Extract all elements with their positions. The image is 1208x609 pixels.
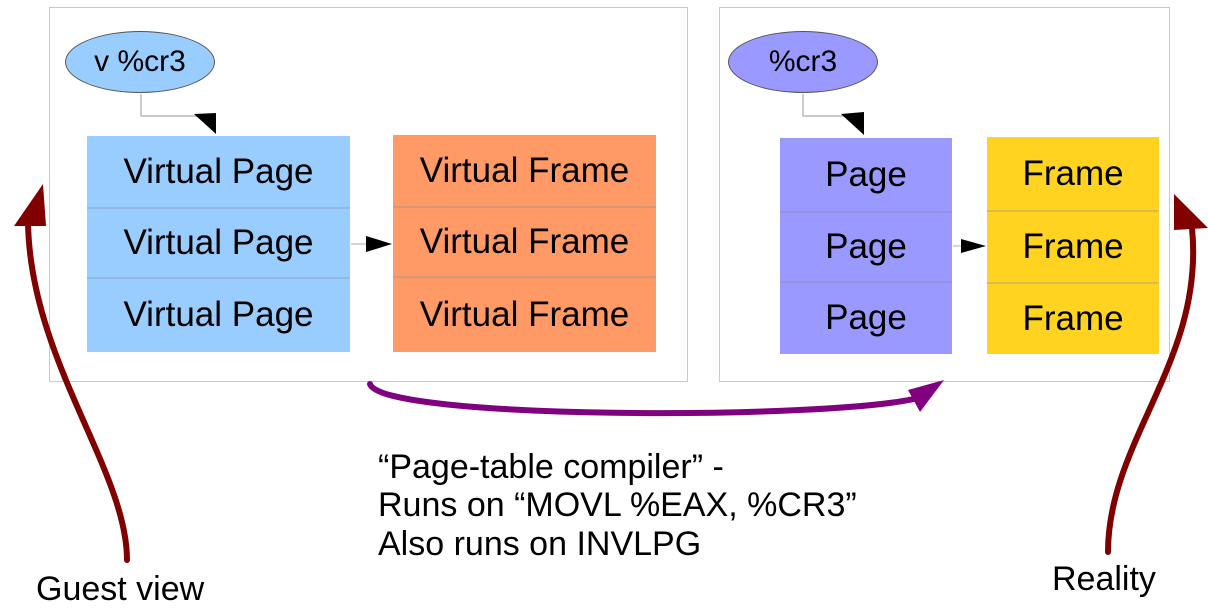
virtual-page-label: Virtual Page <box>123 295 314 334</box>
page-cell: Page <box>780 138 952 212</box>
page-cell: Page <box>780 212 952 282</box>
real-cr3-label: %cr3 <box>768 45 838 78</box>
frame-cell: Frame <box>987 283 1159 354</box>
compiler-note-line3: Also runs on INVLPG <box>378 525 702 563</box>
guest-view-arrowhead <box>14 184 46 226</box>
compile-arrowhead <box>908 380 944 412</box>
guest-view-arrow <box>25 219 130 563</box>
page-cell: Page <box>780 282 952 354</box>
guest-view-label: Guest view <box>36 570 205 608</box>
cell-dividers <box>87 206 1159 284</box>
virtual-frame-label: Virtual Frame <box>419 151 630 190</box>
real-mapping-arrowhead <box>961 239 986 253</box>
reality-label: Reality <box>1052 560 1156 598</box>
virtual-page-label: Virtual Page <box>123 152 314 191</box>
compiler-note-line2: Runs on “MOVL %EAX, %CR3” <box>378 486 857 524</box>
reality-arrowhead <box>1174 194 1208 230</box>
frame-label: Frame <box>1022 298 1124 338</box>
virtual-mapping-arrowhead <box>366 236 392 252</box>
frame-cell: Frame <box>987 211 1159 283</box>
real-cr3-arrowhead <box>841 112 864 135</box>
real-cr3-ellipse: %cr3 <box>728 31 878 93</box>
virtual-frame-cell: Virtual Frame <box>393 135 656 207</box>
page-label: Page <box>825 155 907 194</box>
virtual-frame-cell: Virtual Frame <box>393 277 656 352</box>
reality-arrow <box>1105 225 1197 555</box>
real-cr3-connector <box>802 94 845 117</box>
page-label: Page <box>825 298 907 337</box>
virtual-page-cell: Virtual Page <box>87 136 350 208</box>
virtual-frame-label: Virtual Frame <box>419 222 630 261</box>
virtual-frame-cell: Virtual Frame <box>393 207 656 277</box>
virtual-frame-label: Virtual Frame <box>419 294 630 334</box>
guest-cr3-label: v %cr3 <box>94 45 186 78</box>
compiler-note-line1: “Page-table compiler” - <box>378 448 724 486</box>
page-label: Page <box>825 227 907 266</box>
frame-label: Frame <box>1022 154 1124 193</box>
guest-cr3-ellipse: v %cr3 <box>65 31 215 93</box>
frame-label: Frame <box>1022 227 1124 266</box>
virtual-page-cell: Virtual Page <box>87 278 350 352</box>
frame-cell: Frame <box>987 137 1159 211</box>
guest-cr3-arrowhead <box>194 113 216 134</box>
virtual-page-cell: Virtual Page <box>87 208 350 278</box>
compile-arrow <box>367 381 921 417</box>
virtual-page-label: Virtual Page <box>123 223 314 262</box>
